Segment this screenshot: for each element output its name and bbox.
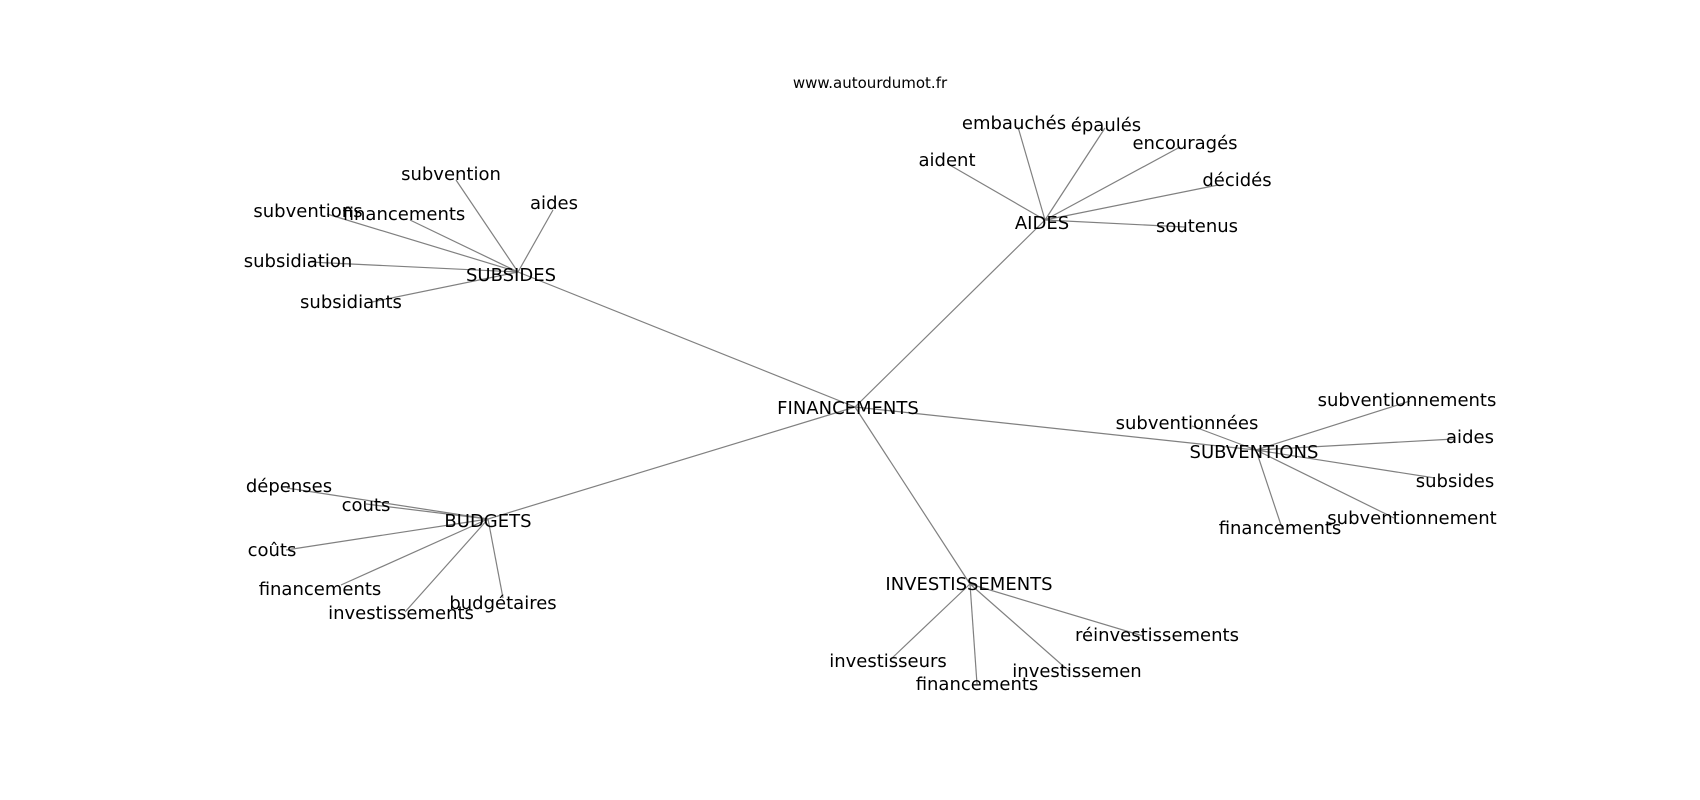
edge-budgets-3 bbox=[340, 518, 489, 586]
edge-subventions-2 bbox=[1255, 438, 1455, 451]
leaf-node-label: financements bbox=[1219, 518, 1342, 539]
edge-budgets-1 bbox=[365, 503, 489, 520]
edge-subsides-3 bbox=[409, 219, 519, 273]
edge-subventions-0 bbox=[1255, 400, 1411, 451]
leaf-node-label: coûts bbox=[248, 540, 297, 561]
hub-node-label: INVESTISSEMENTS bbox=[885, 574, 1052, 595]
edge-budgets-4 bbox=[487, 518, 504, 599]
leaf-node-label: financements bbox=[259, 579, 382, 600]
leaf-node-label: subvention bbox=[401, 164, 501, 185]
leaf-node-label: encouragés bbox=[1132, 133, 1237, 154]
leaf-node-label: subventionnements bbox=[1318, 390, 1497, 411]
edge-subventions-5 bbox=[1255, 449, 1283, 529]
leaf-node-label: investisseurs bbox=[829, 651, 947, 672]
edge-subsides-0 bbox=[455, 179, 519, 273]
leaf-node-label: aides bbox=[530, 193, 578, 214]
edge-subsides-1 bbox=[517, 209, 554, 273]
leaf-node-label: investissements bbox=[328, 603, 474, 624]
leaf-node-label: dépenses bbox=[246, 476, 332, 497]
edge-subventions-1 bbox=[1191, 425, 1257, 451]
leaf-node-label: subventionnement bbox=[1327, 508, 1496, 529]
hub-node-label: SUBVENTIONS bbox=[1190, 442, 1319, 463]
leaf-node-label: couts bbox=[342, 495, 391, 516]
leaf-node-label: subsidiants bbox=[300, 292, 402, 313]
root-node-label: FINANCEMENTS bbox=[777, 398, 919, 419]
site-credit: www.autourdumot.fr bbox=[793, 74, 948, 92]
hub-node-label: SUBSIDES bbox=[466, 265, 556, 286]
edge-aides-2 bbox=[1044, 146, 1181, 221]
edge-budgets-2 bbox=[285, 518, 489, 551]
leaf-node-label: financements bbox=[916, 674, 1039, 695]
edge-aides-3 bbox=[947, 163, 1046, 221]
edge-investissements-2 bbox=[969, 583, 1071, 673]
edge-aides-5 bbox=[1044, 219, 1186, 228]
leaf-node-label: subventions bbox=[253, 201, 362, 222]
leaf-node-label: embauchés bbox=[962, 113, 1066, 134]
edge-root-subventions bbox=[854, 406, 1257, 451]
hub-node-label: BUDGETS bbox=[444, 511, 531, 532]
graph-labels: www.autourdumot.fr FINANCEMENTS SUBSIDES s… bbox=[244, 74, 1497, 695]
leaf-node-label: budgétaires bbox=[449, 593, 556, 614]
leaf-node-label: financements bbox=[343, 204, 466, 225]
edge-subsides-4 bbox=[308, 261, 519, 273]
edge-root-budgets bbox=[487, 406, 856, 520]
edge-subsides-2 bbox=[326, 213, 519, 273]
edge-investissements-1 bbox=[889, 583, 971, 661]
edge-root-subsides bbox=[517, 271, 856, 408]
graph-edges bbox=[285, 126, 1455, 685]
leaf-node-label: subsides bbox=[1416, 471, 1494, 492]
leaf-node-label: épaulés bbox=[1071, 115, 1141, 136]
leaf-node-label: aides bbox=[1446, 427, 1494, 448]
edge-aides-4 bbox=[1044, 184, 1219, 221]
edge-aides-0 bbox=[1017, 126, 1046, 221]
leaf-node-label: subventionnées bbox=[1116, 413, 1259, 434]
edge-budgets-0 bbox=[286, 487, 489, 520]
leaf-node-label: investissemen bbox=[1012, 661, 1141, 682]
leaf-node-label: aident bbox=[919, 150, 976, 171]
edge-subventions-3 bbox=[1255, 449, 1436, 479]
leaf-node-label: soutenus bbox=[1156, 216, 1238, 237]
edge-aides-1 bbox=[1044, 127, 1106, 221]
edge-subsides-5 bbox=[371, 271, 519, 303]
leaf-node-label: réinvestissements bbox=[1075, 625, 1239, 646]
edge-investissements-3 bbox=[969, 583, 978, 685]
leaf-node-label: décidés bbox=[1202, 170, 1271, 191]
edge-subventions-4 bbox=[1255, 449, 1395, 519]
edge-budgets-5 bbox=[404, 518, 489, 613]
edge-root-aides bbox=[854, 219, 1046, 408]
edge-investissements-0 bbox=[969, 583, 1144, 637]
edge-root-investissements bbox=[854, 406, 971, 585]
leaf-node-label: subsidiation bbox=[244, 251, 353, 272]
hub-node-label: AIDES bbox=[1015, 213, 1069, 234]
